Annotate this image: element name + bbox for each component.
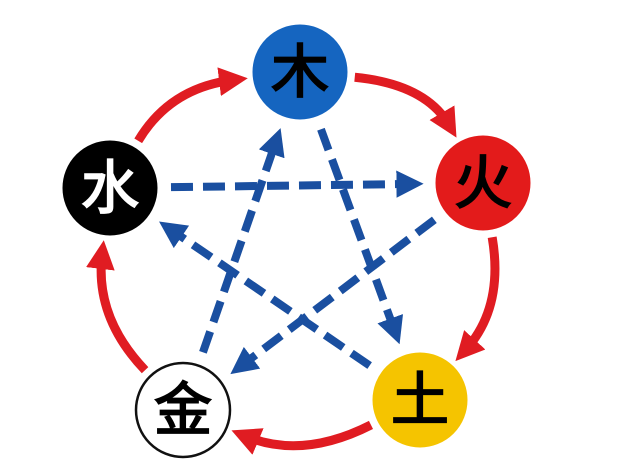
generating-arrow-fire-to-earth xyxy=(455,236,500,362)
generating-arrow-water-to-wood xyxy=(134,67,248,144)
element-node-fire: 火 xyxy=(435,135,531,231)
wood-label: 木 xyxy=(271,38,329,106)
fire-circle xyxy=(435,135,531,231)
generating-cycle xyxy=(86,67,500,455)
metal-circle xyxy=(134,361,232,459)
element-node-wood: 木 xyxy=(252,24,348,120)
overcoming-arrow-fire-to-metal xyxy=(230,216,437,375)
generating-arrow-earth-to-metal xyxy=(231,420,374,455)
earth-label: 土 xyxy=(391,366,449,434)
element-node-earth: 土 xyxy=(372,352,468,448)
metal-label: 金 xyxy=(154,376,213,444)
overcoming-arrow-wood-to-earth xyxy=(317,127,404,345)
overcoming-arrow-earth-to-water xyxy=(159,221,372,369)
element-node-metal: 金 xyxy=(134,361,232,459)
overcoming-cycle xyxy=(159,127,437,375)
water-circle xyxy=(62,140,158,236)
wood-circle xyxy=(252,24,348,120)
generating-arrow-metal-to-water xyxy=(86,240,149,374)
fire-label: 火 xyxy=(454,149,512,217)
overcoming-arrow-water-to-fire xyxy=(170,170,424,198)
overcoming-arrow-metal-to-wood xyxy=(199,128,285,354)
earth-circle xyxy=(372,352,468,448)
element-nodes: 木火土 金 水 xyxy=(62,24,531,459)
water-label: 水 xyxy=(81,154,140,222)
element-node-water: 水 xyxy=(62,140,158,236)
generating-arrow-wood-to-fire xyxy=(354,72,457,138)
